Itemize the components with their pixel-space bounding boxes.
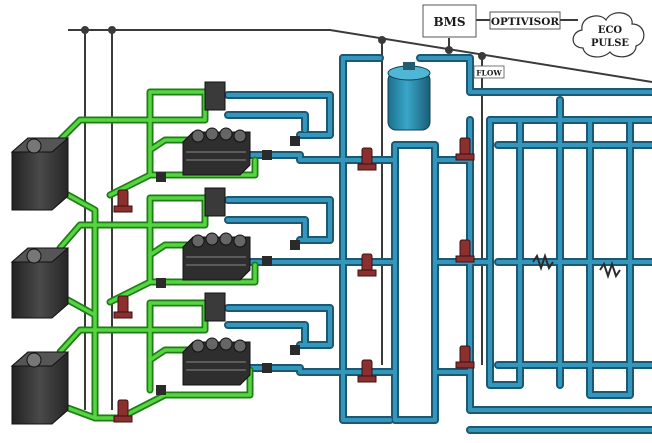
bms-box: BMS bbox=[422, 4, 477, 38]
condenser-water-piping bbox=[56, 88, 259, 422]
bms-label: BMS bbox=[433, 15, 465, 29]
control-wiring bbox=[68, 19, 652, 410]
secondary-pump-1 bbox=[455, 137, 475, 161]
buffer-tank bbox=[387, 62, 431, 131]
primary-pump-2 bbox=[357, 253, 377, 277]
cooling-tower-1 bbox=[10, 137, 70, 211]
optivisor-box: OPTIVISOR bbox=[489, 11, 561, 30]
chiller-2 bbox=[182, 187, 251, 281]
eco-label: ECO bbox=[598, 25, 623, 36]
pulse-label: PULSE bbox=[591, 38, 629, 49]
valves bbox=[156, 136, 300, 395]
primary-pump-1 bbox=[357, 147, 377, 171]
optivisor-label: OPTIVISOR bbox=[491, 16, 560, 28]
condenser-pump-3 bbox=[113, 399, 133, 423]
flow-label: FLOW bbox=[476, 69, 502, 78]
pumps bbox=[113, 137, 475, 423]
condenser-pump-1 bbox=[113, 189, 133, 213]
primary-pump-3 bbox=[357, 359, 377, 383]
chiller-3 bbox=[182, 292, 251, 386]
chiller-1 bbox=[182, 81, 251, 176]
load-coils bbox=[532, 252, 621, 280]
eco-pulse-cloud: ECO PULSE bbox=[572, 12, 645, 58]
flow-box: FLOW bbox=[473, 65, 505, 79]
secondary-pump-2 bbox=[455, 239, 475, 263]
condenser-pump-2 bbox=[113, 295, 133, 319]
cooling-tower-2 bbox=[10, 247, 70, 319]
wire-junctions bbox=[81, 26, 486, 60]
chilled-water-piping bbox=[224, 54, 652, 434]
secondary-pump-3 bbox=[455, 345, 475, 369]
cooling-tower-3 bbox=[10, 351, 70, 425]
